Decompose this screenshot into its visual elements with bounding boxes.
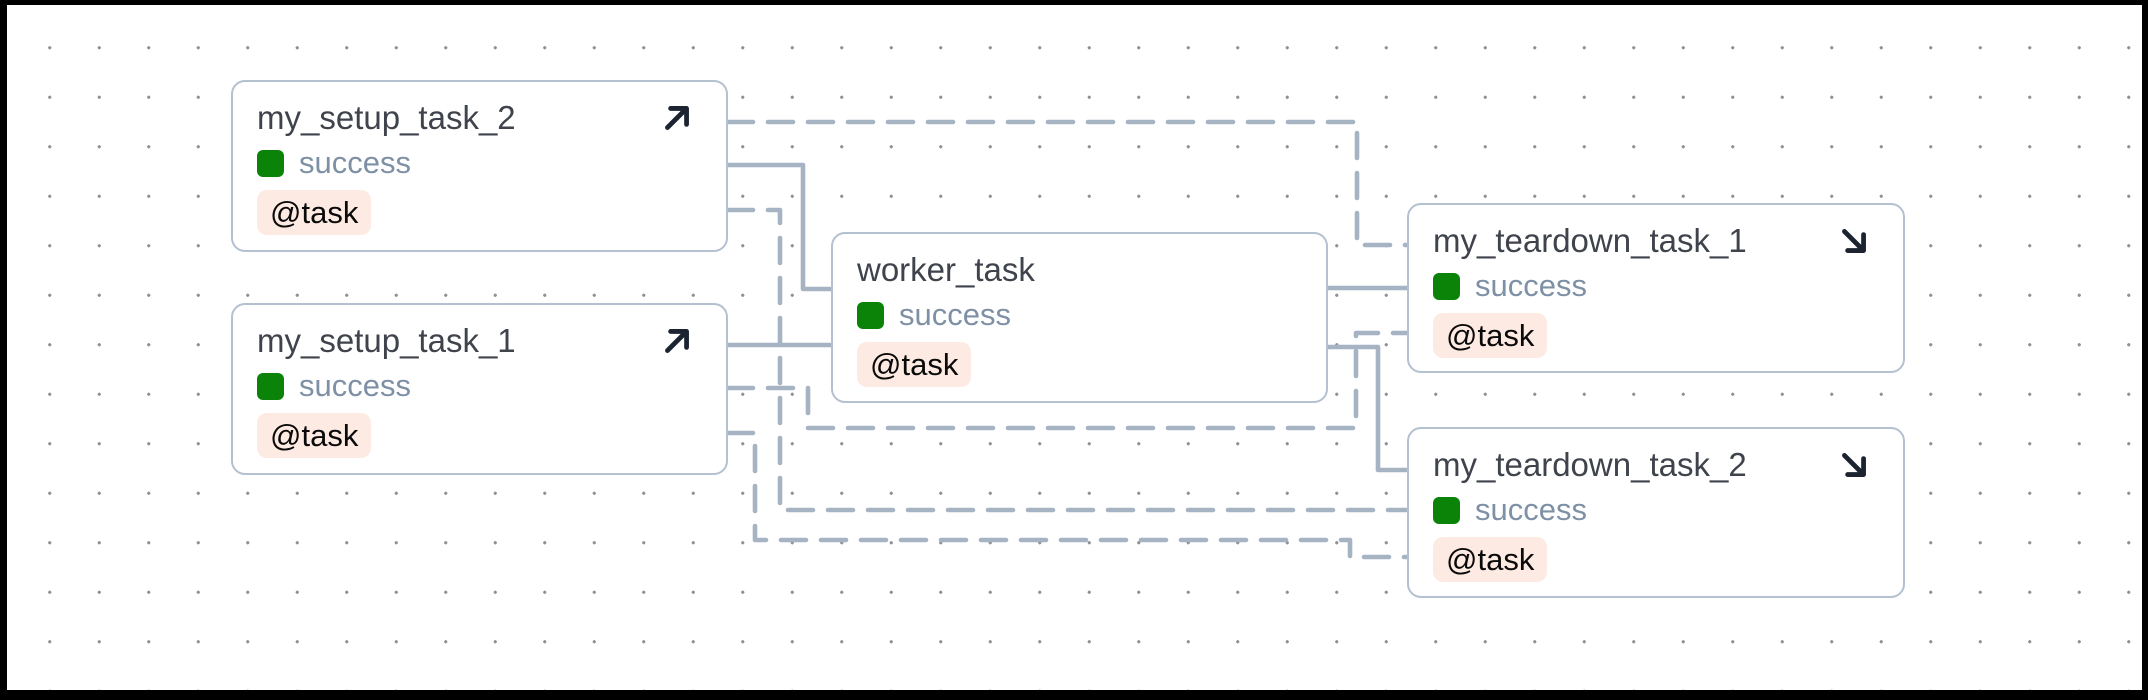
task-decorator-badge: @task [857, 342, 972, 387]
task-title: my_setup_task_1 [257, 322, 516, 359]
task-node-my_teardown_task_2[interactable]: my_teardown_task_2 success @task [1407, 427, 1905, 598]
arrow-down-right-icon [1837, 224, 1871, 258]
task-status-row: success [1433, 265, 1879, 307]
status-color-square [1433, 272, 1460, 300]
task-title: my_setup_task_2 [257, 99, 516, 136]
task-status-row: success [257, 365, 702, 407]
task-title-row: worker_task [857, 248, 1302, 292]
task-node-my_teardown_task_1[interactable]: my_teardown_task_1 success @task [1407, 203, 1905, 373]
task-status-row: success [857, 294, 1302, 336]
status-label: success [1475, 492, 1587, 527]
task-badge-row: @task [857, 342, 1302, 387]
task-title: my_teardown_task_1 [1433, 222, 1747, 259]
arrow-down-right-icon [1837, 448, 1871, 482]
status-label: success [299, 145, 411, 180]
edge-my_setup_task_2-to-my_teardown_task_2 [725, 207, 1410, 513]
task-badge-row: @task [1433, 313, 1879, 358]
status-color-square [1433, 496, 1460, 524]
arrow-up-right-icon [660, 324, 694, 358]
task-title-row: my_setup_task_1 [257, 319, 702, 363]
task-node-my_setup_task_2[interactable]: my_setup_task_2 success @task [231, 80, 728, 252]
arrow-up-right-icon [660, 101, 694, 135]
status-label: success [299, 368, 411, 403]
task-decorator-badge: @task [257, 413, 372, 458]
edge-my_setup_task_2-to-worker_task [728, 162, 831, 292]
task-node-my_setup_task_1[interactable]: my_setup_task_1 success @task [231, 303, 728, 475]
task-title-row: my_setup_task_2 [257, 96, 702, 140]
task-title-row: my_teardown_task_2 [1433, 443, 1879, 487]
task-status-row: success [1433, 489, 1879, 531]
task-node-worker_task[interactable]: worker_task success @task [831, 232, 1328, 403]
task-badge-row: @task [257, 413, 702, 458]
edge-worker_task-to-my_teardown_task_2 [1328, 344, 1407, 473]
edge-my_setup_task_1-to-my_teardown_task_2 [725, 430, 1410, 560]
task-badge-row: @task [257, 190, 702, 235]
task-decorator-badge: @task [257, 190, 372, 235]
status-color-square [257, 149, 284, 177]
canvas-border-right [2142, 0, 2148, 700]
edge-my_setup_task_1-to-my_teardown_task_1 [725, 330, 1410, 431]
task-badge-row: @task [1433, 537, 1879, 582]
task-title: worker_task [857, 251, 1035, 288]
status-label: success [1475, 268, 1587, 303]
canvas-border-left [0, 0, 7, 700]
task-title-row: my_teardown_task_1 [1433, 219, 1879, 263]
canvas-border-bottom [0, 690, 2148, 700]
task-status-row: success [257, 142, 702, 184]
task-decorator-badge: @task [1433, 537, 1548, 582]
status-color-square [857, 301, 884, 329]
edge-my_setup_task_2-to-my_teardown_task_1 [725, 119, 1410, 248]
canvas-border-top [0, 0, 2148, 5]
status-label: success [899, 297, 1011, 332]
status-color-square [257, 372, 284, 400]
task-decorator-badge: @task [1433, 313, 1548, 358]
task-title: my_teardown_task_2 [1433, 446, 1747, 483]
